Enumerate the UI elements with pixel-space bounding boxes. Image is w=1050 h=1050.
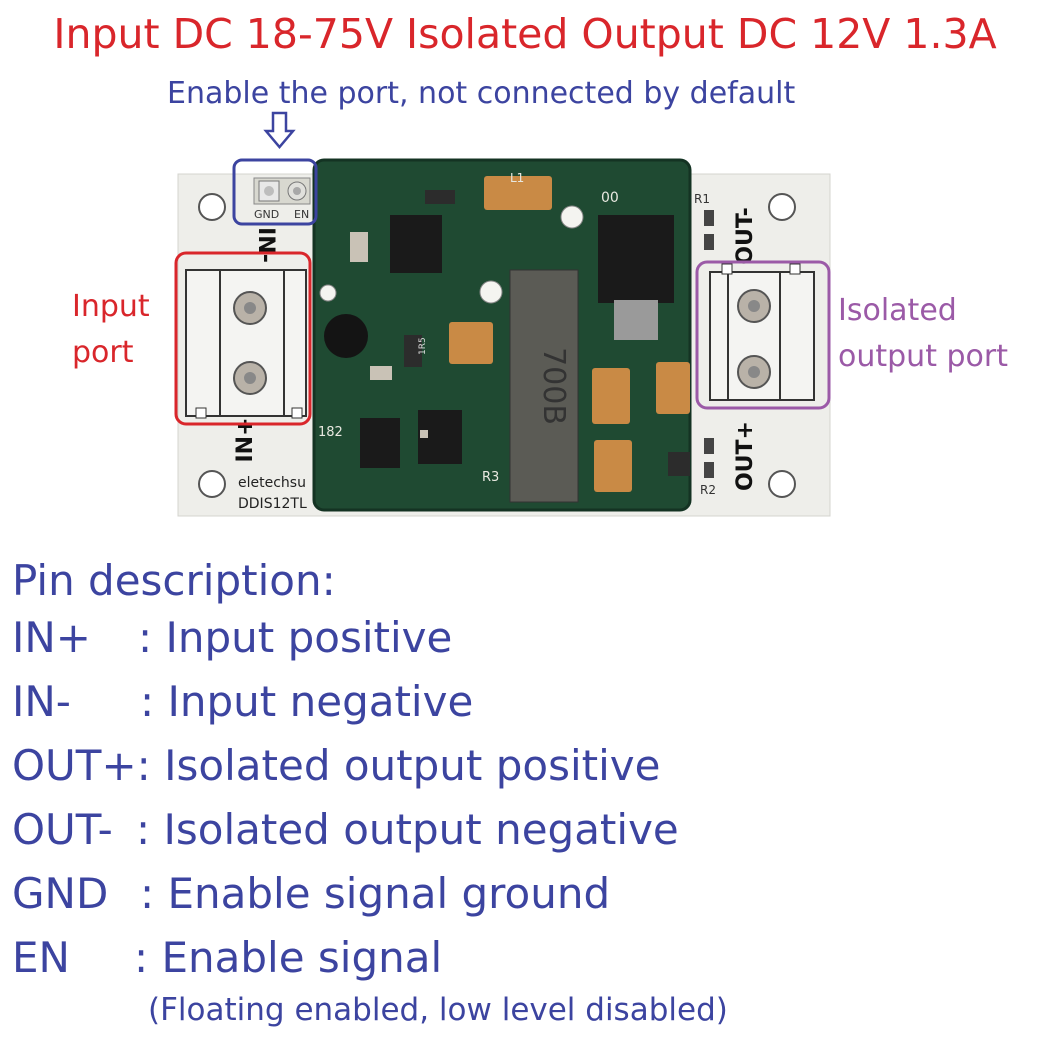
mount-hole [198,193,226,221]
svg-text:R2: R2 [700,483,716,497]
ic-chip [598,215,674,303]
pin-list: IN+: Input positive IN-: Input negative … [12,606,679,990]
svg-text:L1: L1 [510,171,524,185]
mount-hole [198,470,226,498]
mount-hole [768,470,796,498]
enable-port-note: Enable the port, not connected by defaul… [167,76,796,111]
input-port-highlight [174,251,312,426]
pin-row-gnd: GND: Enable signal ground [12,869,611,918]
output-port-highlight [695,260,831,410]
out-plus-silkscreen: OUT+ [733,421,758,491]
svg-text:R1: R1 [694,192,710,206]
mount-hole [768,193,796,221]
capacitor [656,362,690,414]
pin-row-out-plus: OUT+: Isolated output positive [12,741,661,790]
capacitor [449,322,493,364]
transformer [509,269,579,503]
out-minus-silkscreen: OUT- [733,207,758,264]
svg-text:182: 182 [318,425,343,440]
mount-hole [560,205,584,229]
input-terminal-block [185,269,307,419]
pin-row-en: EN: Enable signal [12,933,443,982]
svg-text:00: 00 [601,190,619,206]
mount-hole [479,280,503,304]
pin-row-in-minus: IN-: Input negative [12,677,474,726]
module-board-diagram: 700B 00 L1 R3 182 1R5 R1 R2 GND EN IN- I… [174,111,831,517]
ic-chip [390,215,442,273]
enable-port-highlight [232,158,318,226]
pin-row-out-minus: OUT-: Isolated output negative [12,805,679,854]
svg-text:R3: R3 [482,470,499,485]
en-silkscreen: EN [294,208,309,221]
gnd-silkscreen: GND [254,208,279,221]
capacitor [484,176,552,210]
output-terminal-block [709,263,815,401]
ic-chip [360,418,400,468]
in-minus-silkscreen: IN- [253,227,278,263]
transformer-label: 700B [536,347,571,425]
pin-row-in-plus: IN+: Input positive [12,613,453,662]
pin-description-title: Pin description: [12,556,336,605]
inductor-round [324,314,368,358]
down-arrow-icon [263,111,296,149]
svg-text:1R5: 1R5 [418,337,428,355]
model-silkscreen: DDIS12TL [238,496,307,512]
enable-signal-note: (Floating enabled, low level disabled) [148,992,728,1028]
input-port-label: Input port [72,289,150,370]
page-title: Input DC 18-75V Isolated Output DC 12V 1… [53,10,997,58]
capacitor [592,368,630,424]
capacitor [594,440,632,492]
brand-silkscreen: eletechsu [238,475,306,491]
output-port-label: Isolated output port [838,293,1008,374]
